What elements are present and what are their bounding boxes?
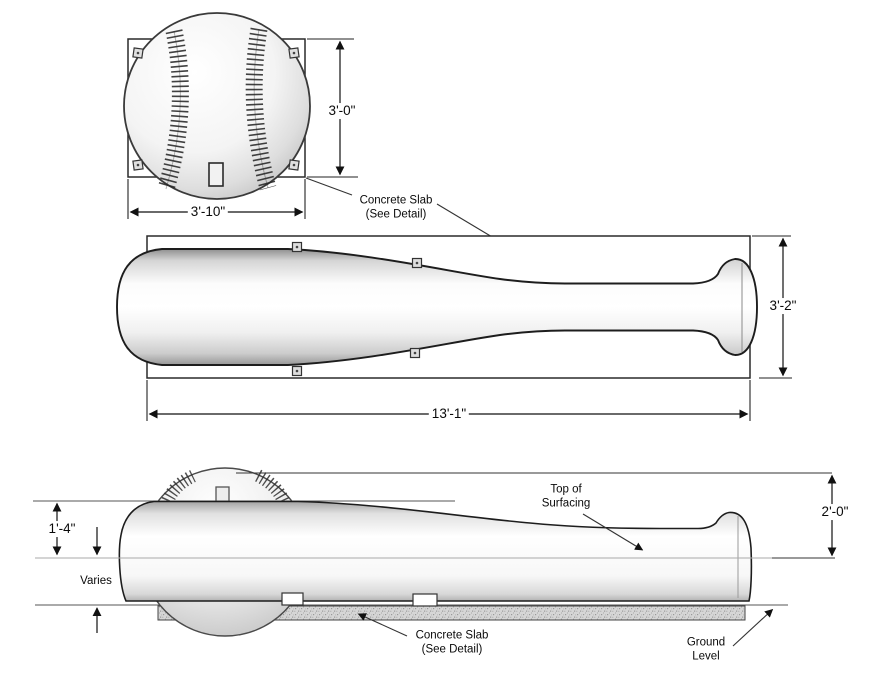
elevation-view [33, 467, 837, 647]
concrete-slab-section [157, 605, 746, 621]
slab-section-callout-arrow [357, 613, 408, 637]
bat-plan-outline [116, 248, 758, 366]
label-varies: Varies [80, 575, 112, 589]
dim-bat-length: 13'-1" [428, 406, 470, 422]
callout-ground-level: Ground Level [686, 636, 726, 662]
callout-top-of-surfacing: Top of Surfacing [541, 483, 591, 509]
anchor-bolts-bat-plan [291, 241, 423, 377]
bat-plan-view [116, 235, 792, 421]
baseball-stitches [157, 27, 277, 192]
dim-overall-height: 2'-0" [818, 504, 852, 520]
anchor-tabs-elevation [281, 592, 438, 607]
slab-callout-leader [305, 177, 353, 196]
callout-slab-bottom: Concrete Slab (See Detail) [415, 629, 489, 655]
dim-ball-height: 3'-0" [325, 103, 359, 119]
bat-elevation-outline [118, 500, 753, 602]
access-plate-ball [208, 162, 224, 187]
ground-callout-arrow [732, 608, 774, 647]
dim-ball-width: 3'-10" [187, 204, 229, 220]
anchor-bolts-ball [132, 47, 300, 171]
dim-bat-top-height: 1'-4" [45, 521, 79, 537]
surfacing-callout-arrow [582, 513, 644, 551]
ball-plan-view [123, 12, 504, 244]
callout-slab-top: Concrete Slab (See Detail) [359, 194, 433, 220]
dim-bat-width: 3'-2" [766, 298, 800, 314]
